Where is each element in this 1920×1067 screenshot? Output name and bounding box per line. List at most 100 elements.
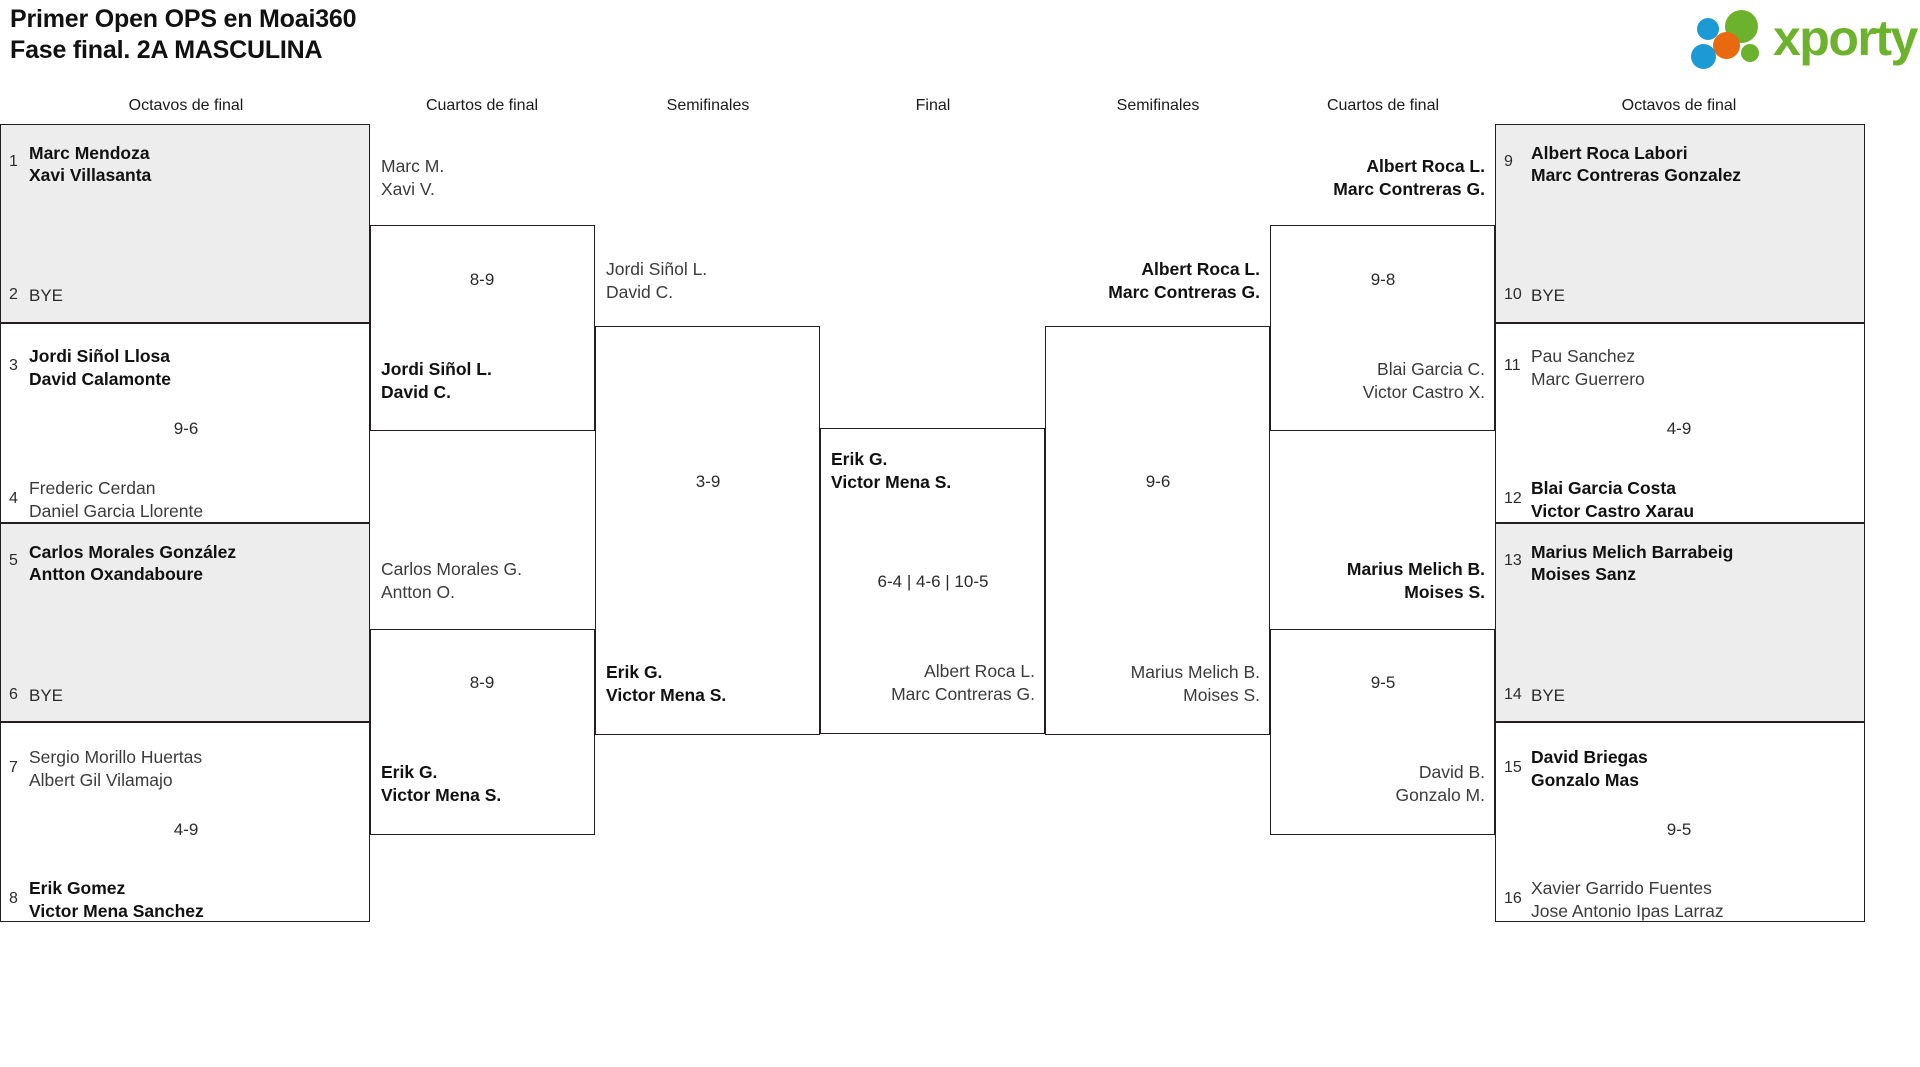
player-left-r16-4-bottom-line1: Erik Gomez: [29, 878, 126, 898]
player-right-r16-3-top-line1: Marius Melich Barrabeig: [1531, 542, 1734, 562]
seed-number-15: 15: [1504, 759, 1522, 776]
player-left-qf-2-bottom-line1: Erik G.: [381, 762, 438, 782]
player-left-qf-2-bottom-line2: Victor Mena S.: [381, 785, 502, 805]
player-right-r16-4-top-line1: David Briegas: [1531, 747, 1648, 767]
match-box-right-qf-1[interactable]: [1270, 225, 1495, 431]
seed-number-16: 16: [1504, 890, 1522, 907]
player-right-sf-1-bottom-line2: Moises S.: [1183, 685, 1260, 705]
player-right-qf-1-top-line1: Albert Roca L.: [1366, 156, 1485, 176]
player-final-top-line2: Victor Mena S.: [831, 472, 952, 492]
player-right-r16-4-top-line2: Gonzalo Mas: [1531, 770, 1639, 790]
player-final-bottom-line2: Marc Contreras G.: [891, 684, 1035, 704]
score-right-r16-2: 4-9: [1666, 419, 1692, 438]
round-header-final: Final: [915, 97, 951, 114]
match-box-final[interactable]: [820, 428, 1045, 734]
player-left-r16-4-top-line2: Albert Gil Vilamajo: [29, 770, 173, 790]
player-left-sf-1-bottom-line2: Victor Mena S.: [606, 685, 727, 705]
seed-number-9: 9: [1504, 153, 1513, 170]
title-line-1: Primer Open OPS en Moai360: [10, 5, 357, 33]
round-header-octavos-left: Octavos de final: [128, 97, 244, 114]
page-title: Primer Open OPS en Moai360 Fase final. 2…: [10, 4, 357, 66]
player-left-qf-1-top-line1: Marc M.: [381, 156, 445, 176]
match-box-left-sf-1[interactable]: [595, 326, 820, 735]
round-header-octavos-right: Octavos de final: [1621, 97, 1737, 114]
match-box-right-sf-1[interactable]: [1045, 326, 1270, 735]
player-right-qf-2-bottom-line1: David B.: [1418, 762, 1485, 782]
score-left-qf-2: 8-9: [469, 673, 495, 692]
player-left-r16-2-bottom-line1: Frederic Cerdan: [29, 478, 156, 498]
player-right-r16-3-top-line2: Moises Sanz: [1531, 564, 1637, 584]
score-left-sf-1: 3-9: [695, 472, 721, 491]
player-final-bottom-line1: Albert Roca L.: [924, 661, 1035, 681]
logo-wordmark: xporty: [1773, 10, 1918, 66]
player-right-qf-2-top-line2: Moises S.: [1404, 582, 1485, 602]
player-right-qf-1-top-line2: Marc Contreras G.: [1333, 179, 1485, 199]
match-box-left-qf-1[interactable]: [370, 225, 595, 431]
seed-number-2: 2: [9, 286, 18, 303]
xporty-logo: xporty: [1691, 6, 1918, 69]
score-right-qf-1: 9-8: [1370, 270, 1396, 289]
score-final: 6-4 | 4-6 | 10-5: [877, 572, 989, 591]
player-final-top-line1: Erik G.: [831, 449, 888, 469]
seed-number-14: 14: [1504, 686, 1522, 703]
seed-number-5: 5: [9, 552, 18, 569]
logo-dot-blue-bottom: [1691, 44, 1716, 69]
match-box-left-r16-2[interactable]: [0, 323, 370, 523]
player-right-r16-3-bottom-bye: BYE: [1531, 686, 1566, 705]
player-right-sf-1-top-line1: Albert Roca L.: [1141, 259, 1260, 279]
seed-number-13: 13: [1504, 552, 1522, 569]
player-right-qf-2-bottom-line2: Gonzalo M.: [1395, 785, 1485, 805]
player-left-qf-1-bottom-line1: Jordi Siñol L.: [381, 359, 492, 379]
player-right-r16-1-bottom-bye: BYE: [1531, 286, 1566, 305]
match-box-left-qf-2[interactable]: [370, 629, 595, 835]
match-box-left-r16-3[interactable]: [0, 523, 370, 722]
score-right-r16-4: 9-5: [1666, 820, 1692, 839]
player-right-r16-2-bottom-line2: Victor Castro Xarau: [1531, 501, 1695, 521]
player-right-qf-2-top-line1: Marius Melich B.: [1346, 559, 1485, 579]
player-left-qf-1-top-line2: Xavi V.: [381, 179, 435, 199]
player-left-sf-1-bottom-line1: Erik G.: [606, 662, 663, 682]
match-box-right-r16-4[interactable]: [1495, 722, 1865, 922]
logo-dot-green-small: [1741, 44, 1759, 62]
seed-number-11: 11: [1504, 357, 1521, 374]
player-left-r16-2-top-line2: David Calamonte: [29, 369, 171, 389]
player-right-r16-1-top-line2: Marc Contreras Gonzalez: [1531, 165, 1742, 185]
player-left-r16-2-top-line1: Jordi Siñol Llosa: [29, 346, 170, 366]
player-left-sf-1-top-line1: Jordi Siñol L.: [606, 259, 708, 279]
player-right-sf-1-top-line2: Marc Contreras G.: [1108, 282, 1260, 302]
match-box-right-r16-2[interactable]: [1495, 323, 1865, 523]
match-box-left-r16-1[interactable]: [0, 124, 370, 323]
player-left-qf-1-bottom-line2: David C.: [381, 382, 452, 402]
player-right-qf-1-bottom-line1: Blai Garcia C.: [1377, 359, 1485, 379]
round-header-semis-right: Semifinales: [1116, 97, 1200, 114]
player-left-r16-3-top-line1: Carlos Morales González: [29, 542, 237, 562]
player-right-r16-4-bottom-line1: Xavier Garrido Fuentes: [1531, 878, 1712, 898]
player-left-qf-2-top-line2: Antton O.: [381, 582, 455, 602]
player-right-r16-2-bottom-line1: Blai Garcia Costa: [1531, 478, 1676, 498]
seed-number-6: 6: [9, 686, 18, 703]
logo-dot-blue-top: [1697, 18, 1719, 40]
seed-number-10: 10: [1504, 286, 1522, 303]
round-header-cuartos-right: Cuartos de final: [1326, 97, 1440, 114]
match-box-right-r16-1[interactable]: [1495, 124, 1865, 323]
seed-number-1: 1: [9, 153, 18, 170]
logo-dot-orange: [1713, 32, 1740, 59]
round-header-semis-left: Semifinales: [666, 97, 750, 114]
player-left-r16-2-bottom-line2: Daniel Garcia Llorente: [29, 501, 204, 521]
player-right-r16-2-top-line2: Marc Guerrero: [1531, 369, 1645, 389]
player-left-r16-3-bottom-bye: BYE: [29, 686, 64, 705]
player-left-r16-1-top-line1: Marc Mendoza: [29, 143, 150, 163]
player-left-sf-1-top-line2: David C.: [606, 282, 674, 302]
seed-number-12: 12: [1504, 490, 1522, 507]
seed-number-3: 3: [9, 357, 18, 374]
player-left-r16-1-bottom-bye: BYE: [29, 286, 64, 305]
score-left-r16-2: 9-6: [173, 419, 199, 438]
match-box-right-qf-2[interactable]: [1270, 629, 1495, 835]
match-box-right-r16-3[interactable]: [1495, 523, 1865, 722]
match-box-left-r16-4[interactable]: [0, 722, 370, 922]
seed-number-4: 4: [9, 490, 18, 507]
player-left-r16-1-top-line2: Xavi Villasanta: [29, 165, 152, 185]
player-right-sf-1-bottom-line1: Marius Melich B.: [1130, 662, 1260, 682]
round-header-cuartos-left: Cuartos de final: [425, 97, 539, 114]
seed-number-7: 7: [9, 759, 18, 776]
